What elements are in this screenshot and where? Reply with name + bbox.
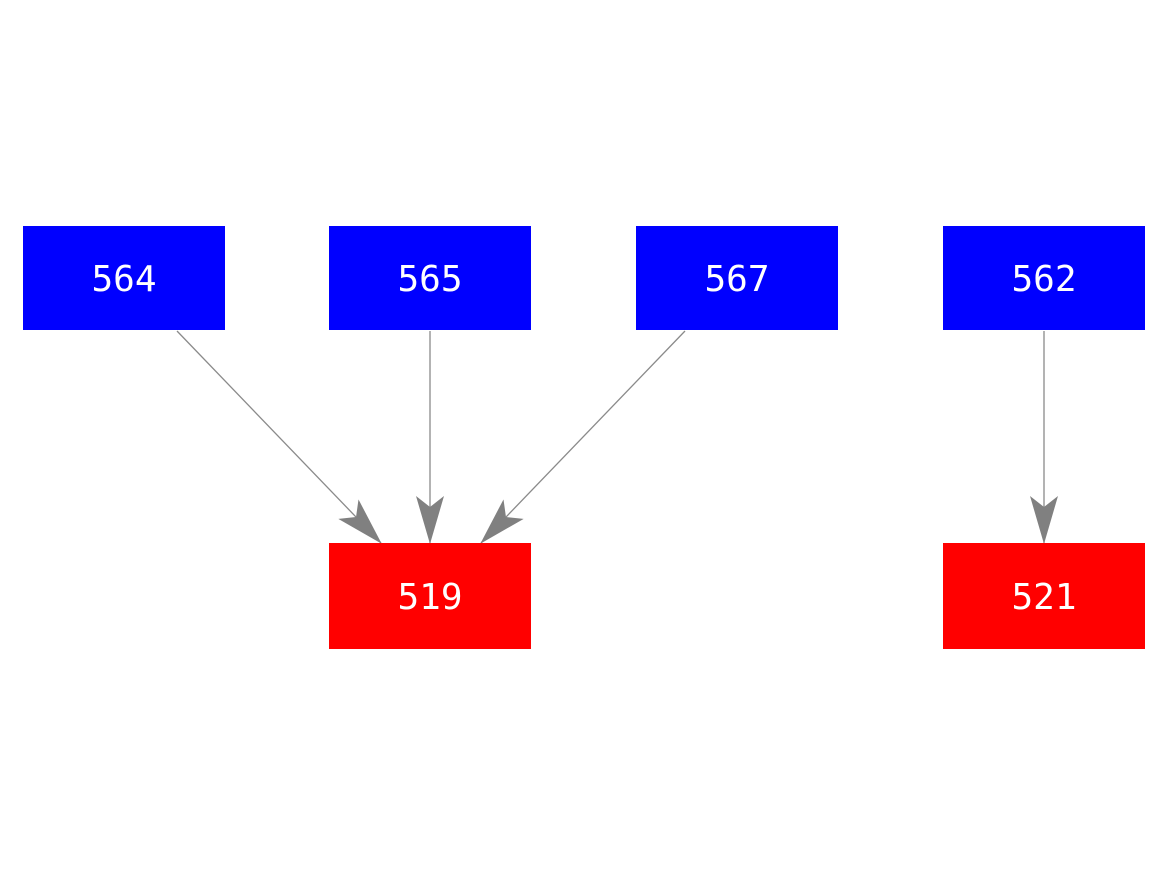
node-layer: 564 565 567 562 519 521	[23, 226, 1145, 649]
node-521: 521	[943, 543, 1145, 649]
node-562-box	[943, 226, 1145, 330]
edge-567-519	[480, 330, 686, 544]
node-567-label: 567	[704, 259, 769, 300]
node-565-box	[329, 226, 531, 330]
edge-layer	[176, 330, 1058, 544]
node-564: 564	[23, 226, 225, 330]
node-567-box	[636, 226, 838, 330]
node-567: 567	[636, 226, 838, 330]
node-519-label: 519	[397, 577, 462, 618]
edge-564-519	[176, 330, 382, 544]
node-519-box	[329, 543, 531, 649]
node-562-label: 562	[1011, 259, 1076, 300]
node-519: 519	[329, 543, 531, 649]
node-564-box	[23, 226, 225, 330]
node-521-label: 521	[1011, 577, 1076, 618]
node-562: 562	[943, 226, 1145, 330]
node-521-box	[943, 543, 1145, 649]
node-565: 565	[329, 226, 531, 330]
node-564-label: 564	[91, 259, 156, 300]
node-565-label: 565	[397, 259, 462, 300]
